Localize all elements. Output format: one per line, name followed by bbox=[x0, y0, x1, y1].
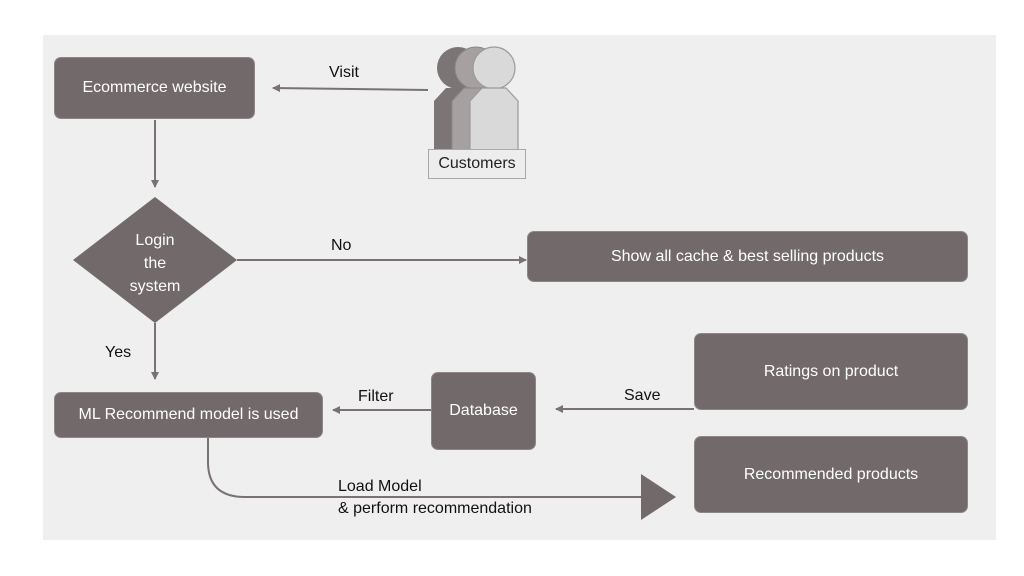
show-cache-node: Show all cache & best selling products bbox=[527, 231, 968, 282]
login-label-line-1: Login bbox=[135, 232, 175, 249]
arrow-load-model bbox=[207, 438, 642, 498]
database-label: Database bbox=[449, 402, 518, 419]
database-node: Database bbox=[431, 372, 536, 450]
ratings-label: Ratings on product bbox=[763, 362, 899, 380]
ratings-node: Ratings on product bbox=[694, 333, 968, 410]
login-label-line-3: system bbox=[129, 278, 181, 295]
edge-label-load-model: Load Model bbox=[338, 478, 422, 495]
edge-label-visit: Visit bbox=[329, 64, 359, 81]
recommended-products-label: Recommended products bbox=[743, 465, 919, 483]
ecommerce-website-node: Ecommerce website bbox=[54, 57, 255, 119]
recommended-products-node: Recommended products bbox=[694, 436, 968, 513]
login-label-line-2: the bbox=[143, 255, 167, 272]
ml-recommend-node: ML Recommend model is used bbox=[54, 392, 323, 438]
customers-group-icon bbox=[434, 46, 519, 151]
edge-label-perform-recommendation: & perform recommendation bbox=[338, 500, 532, 517]
arrow-load-model-head bbox=[641, 474, 676, 520]
ml-recommend-label: ML Recommend model is used bbox=[78, 406, 299, 423]
show-cache-label: Show all cache & best selling products bbox=[610, 247, 885, 265]
login-decision-diamond bbox=[73, 197, 237, 323]
ecommerce-website-label: Ecommerce website bbox=[82, 79, 227, 96]
arrow-visit bbox=[272, 84, 429, 93]
customers-label: Customers bbox=[428, 149, 526, 179]
edge-label-save: Save bbox=[624, 387, 661, 404]
edge-label-filter: Filter bbox=[358, 388, 394, 405]
edge-label-yes: Yes bbox=[105, 344, 132, 361]
edge-label-no: No bbox=[331, 237, 352, 254]
login-decision-label: Login the system bbox=[95, 229, 215, 298]
